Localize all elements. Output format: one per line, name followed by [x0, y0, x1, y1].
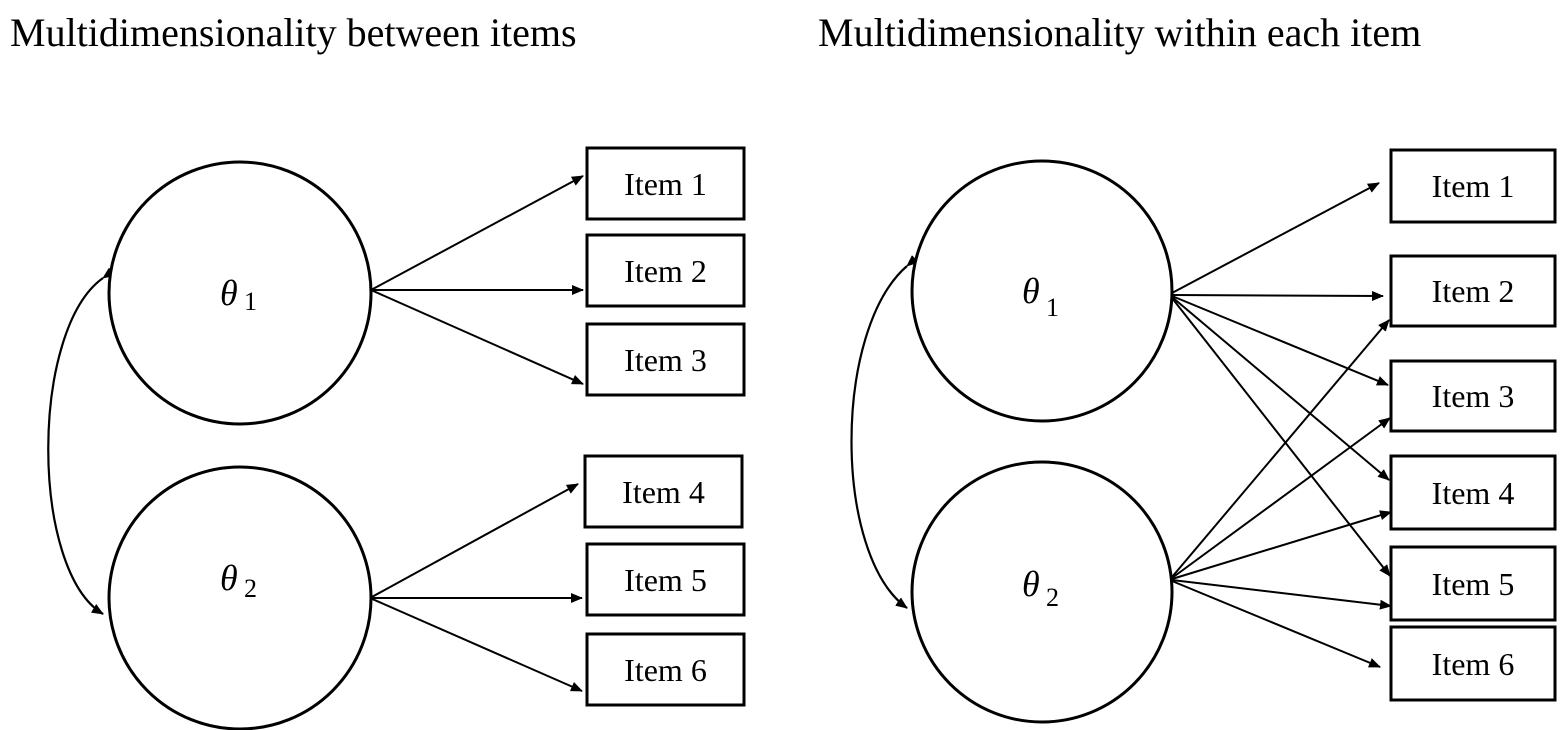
loading-arrow-theta1-item2 — [1171, 290, 1384, 301]
item-box-3: Item 3 — [585, 322, 746, 397]
item-box-3: Item 3 — [1389, 359, 1557, 433]
factor-theta1-subscript: 1 — [244, 287, 257, 316]
loading-arrow-theta1-item4 — [1171, 296, 1390, 481]
loading-arrow-theta1-item3 — [370, 289, 584, 385]
factor-theta1-symbol: θ — [1022, 271, 1040, 311]
item-label: Item 3 — [624, 342, 707, 378]
item-box-5: Item 5 — [1389, 545, 1557, 622]
loading-arrow-theta2-item5 — [1171, 579, 1392, 610]
item-box-1: Item 1 — [1389, 148, 1557, 224]
item-label: Item 1 — [624, 166, 707, 202]
panel-between-items: Multidimensionality between items θ 1 θ … — [10, 10, 746, 730]
factor-theta2: θ 2 — [107, 465, 373, 730]
loading-arrow-theta2-item4 — [1171, 510, 1392, 580]
item-box-6: Item 6 — [1389, 625, 1557, 702]
loading-arrow-theta1-item5 — [1171, 297, 1391, 577]
item-box-4: Item 4 — [583, 454, 744, 529]
factor-theta1-symbol: θ — [220, 273, 238, 313]
factor-covariance-arrow — [850, 255, 919, 609]
panel-title-within: Multidimensionality within each item — [818, 10, 1421, 55]
loading-arrow-theta2-item6 — [1171, 580, 1381, 668]
item-label: Item 6 — [1432, 646, 1515, 682]
loading-arrow-theta1-item1 — [1171, 182, 1380, 294]
loading-arrow-theta1-item1 — [370, 175, 584, 291]
panel-within-items: Multidimensionality within each item θ 1… — [818, 10, 1557, 724]
loading-arrow-theta1-item3 — [1171, 295, 1389, 386]
item-label: Item 3 — [1432, 378, 1515, 414]
factor-covariance-arrow — [47, 267, 115, 615]
item-label: Item 2 — [624, 253, 707, 289]
item-box-5: Item 5 — [585, 542, 746, 617]
loading-arrow-theta2-item6 — [369, 597, 583, 692]
item-box-6: Item 6 — [585, 632, 746, 707]
item-label: Item 5 — [624, 562, 707, 598]
loading-arrow-theta2-item2 — [1171, 319, 1390, 578]
factor-theta2-symbol: θ — [1022, 564, 1040, 604]
item-label: Item 1 — [1432, 168, 1515, 204]
item-box-1: Item 1 — [585, 146, 746, 221]
item-label: Item 5 — [1432, 566, 1515, 602]
item-label: Item 6 — [624, 652, 707, 688]
item-label: Item 4 — [622, 474, 705, 510]
factor-theta1-subscript: 1 — [1046, 293, 1059, 322]
factor-theta2-subscript: 2 — [1046, 583, 1059, 612]
loading-arrow-theta2-item3 — [1171, 417, 1391, 579]
item-label: Item 4 — [1432, 475, 1515, 511]
factor-theta2-symbol: θ — [220, 558, 238, 598]
factor-theta1: θ 1 — [107, 160, 373, 426]
item-box-2: Item 2 — [585, 233, 746, 308]
item-box-4: Item 4 — [1389, 454, 1557, 531]
panel-title-between: Multidimensionality between items — [10, 10, 577, 55]
factor-theta2-subscript: 2 — [244, 574, 257, 603]
item-label: Item 2 — [1432, 273, 1515, 309]
factor-theta2: θ 2 — [910, 460, 1174, 724]
loading-arrow-theta2-item4 — [369, 483, 579, 599]
factor-theta1: θ 1 — [910, 159, 1174, 423]
item-box-2: Item 2 — [1389, 254, 1557, 328]
